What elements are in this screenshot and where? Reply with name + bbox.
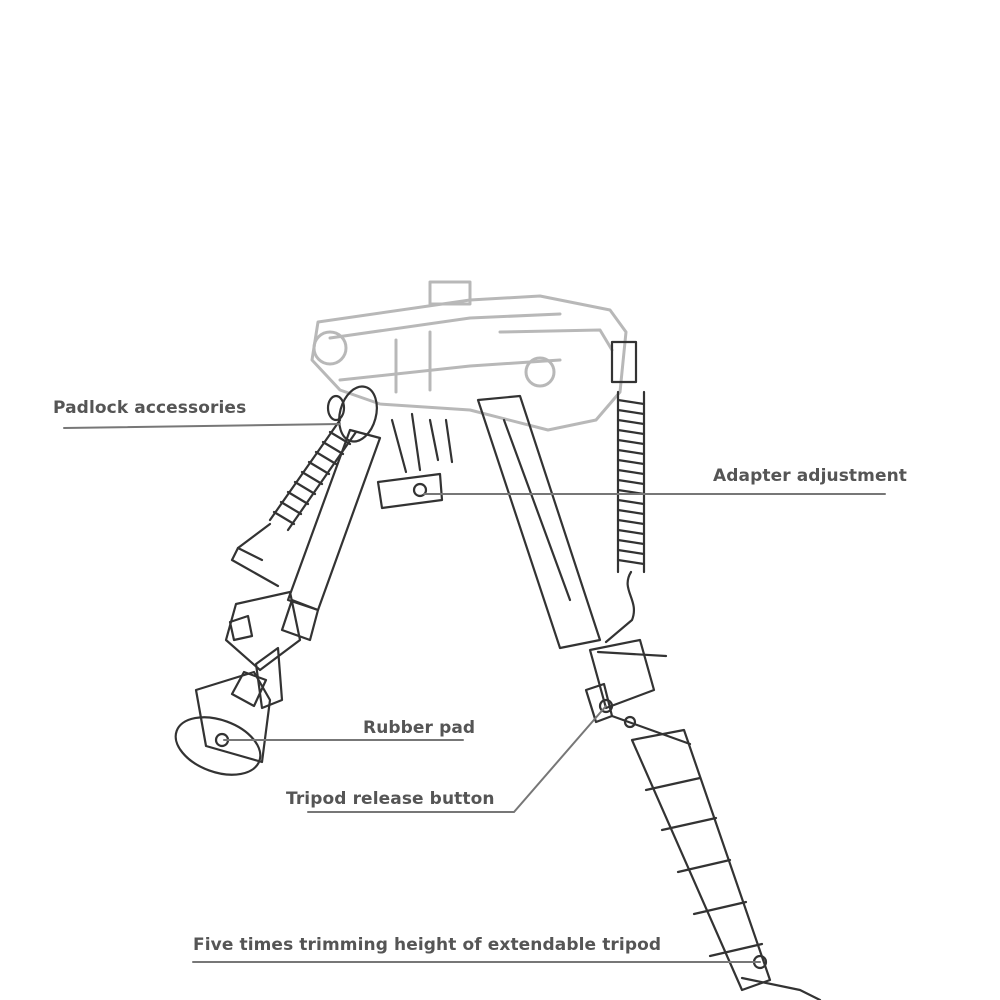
left-spring [230, 418, 358, 588]
padlock-accessories-label: Padlock accessories [53, 398, 247, 418]
rail-mount [310, 280, 628, 432]
tripod-release-button-label: Tripod release button [286, 789, 495, 809]
left-leg [224, 428, 382, 710]
leader-release [307, 705, 607, 813]
right-leg [476, 394, 822, 1000]
right-spring [604, 340, 646, 644]
adapter-knob [376, 412, 454, 510]
leader-padlock [63, 423, 341, 429]
rubber-pad-foot [174, 670, 272, 776]
rubber-pad-label: Rubber pad [363, 718, 476, 738]
adapter-adjustment-label: Adapter adjustment [713, 466, 908, 486]
padlock-ring [326, 385, 378, 443]
trimming-height-label: Five times trimming height of extendable… [193, 935, 662, 955]
